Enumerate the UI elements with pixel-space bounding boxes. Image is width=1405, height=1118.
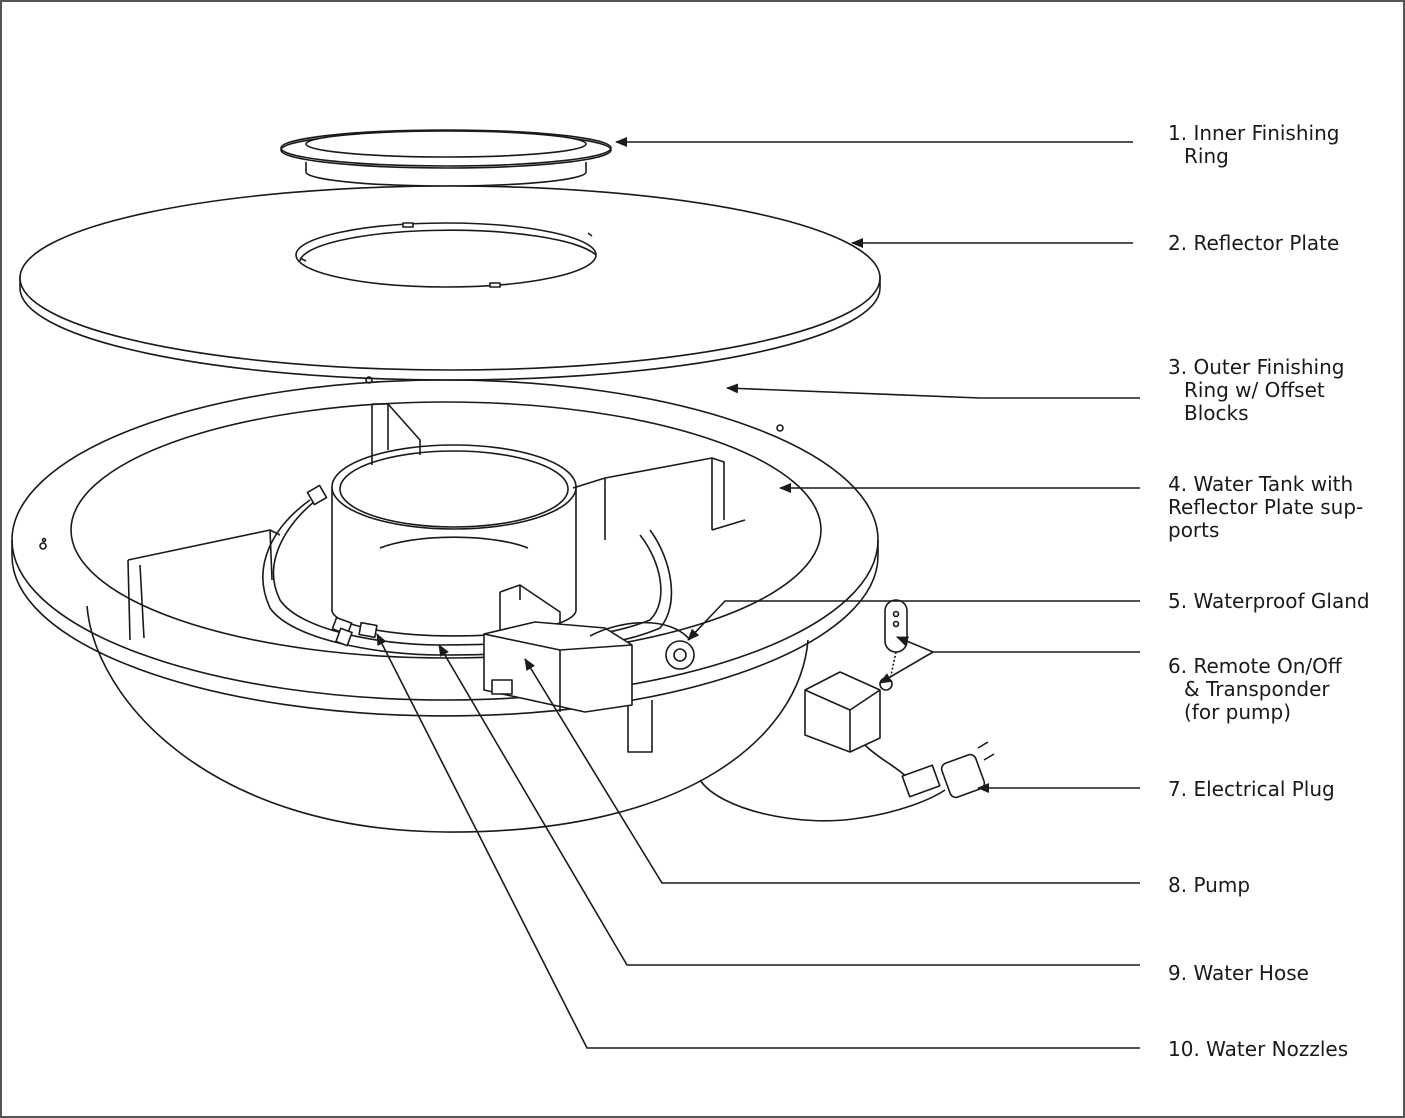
outer-finishing-ring bbox=[11, 376, 879, 717]
basin-bowl bbox=[86, 605, 809, 833]
waterproof-gland bbox=[589, 621, 695, 670]
label-waterproof-gland: 5. Waterproof Gland bbox=[1168, 589, 1370, 613]
label-electrical-plug: 7. Electrical Plug bbox=[1168, 777, 1335, 801]
transponder-box bbox=[804, 671, 881, 753]
remote-fob bbox=[879, 599, 908, 691]
leader-8 bbox=[524, 658, 1140, 884]
label-water-tank: 4. Water Tank with Reflector Plate sup- … bbox=[1168, 472, 1364, 542]
inner-finishing-ring bbox=[280, 129, 612, 187]
label-water-nozzles: 10. Water Nozzles bbox=[1168, 1037, 1349, 1061]
label-reflector-plate: 2. Reflector Plate bbox=[1168, 231, 1340, 255]
water-tank bbox=[331, 444, 577, 637]
label-inner-finishing-ring: 1. Inner Finishing Ring bbox=[1168, 121, 1340, 168]
label-outer-finishing-ring: 3. Outer Finishing Ring w/ Offset Blocks bbox=[1168, 355, 1345, 425]
leader-5 bbox=[687, 600, 1140, 641]
label-water-hose: 9. Water Hose bbox=[1168, 961, 1309, 985]
leader-6b bbox=[879, 651, 934, 684]
label-remote-transponder: 6. Remote On/Off & Transponder (for pump… bbox=[1168, 654, 1342, 724]
electrical-plug bbox=[901, 741, 995, 799]
leader-9 bbox=[438, 644, 1140, 966]
reflector-plate bbox=[19, 185, 881, 381]
leader-6a bbox=[896, 636, 1140, 653]
leader-3 bbox=[726, 383, 1140, 399]
label-pump: 8. Pump bbox=[1168, 873, 1251, 897]
reflector-plate-supports bbox=[127, 403, 746, 753]
pump bbox=[483, 621, 633, 713]
leader-10 bbox=[376, 633, 1140, 1049]
water-nozzles bbox=[306, 484, 378, 647]
